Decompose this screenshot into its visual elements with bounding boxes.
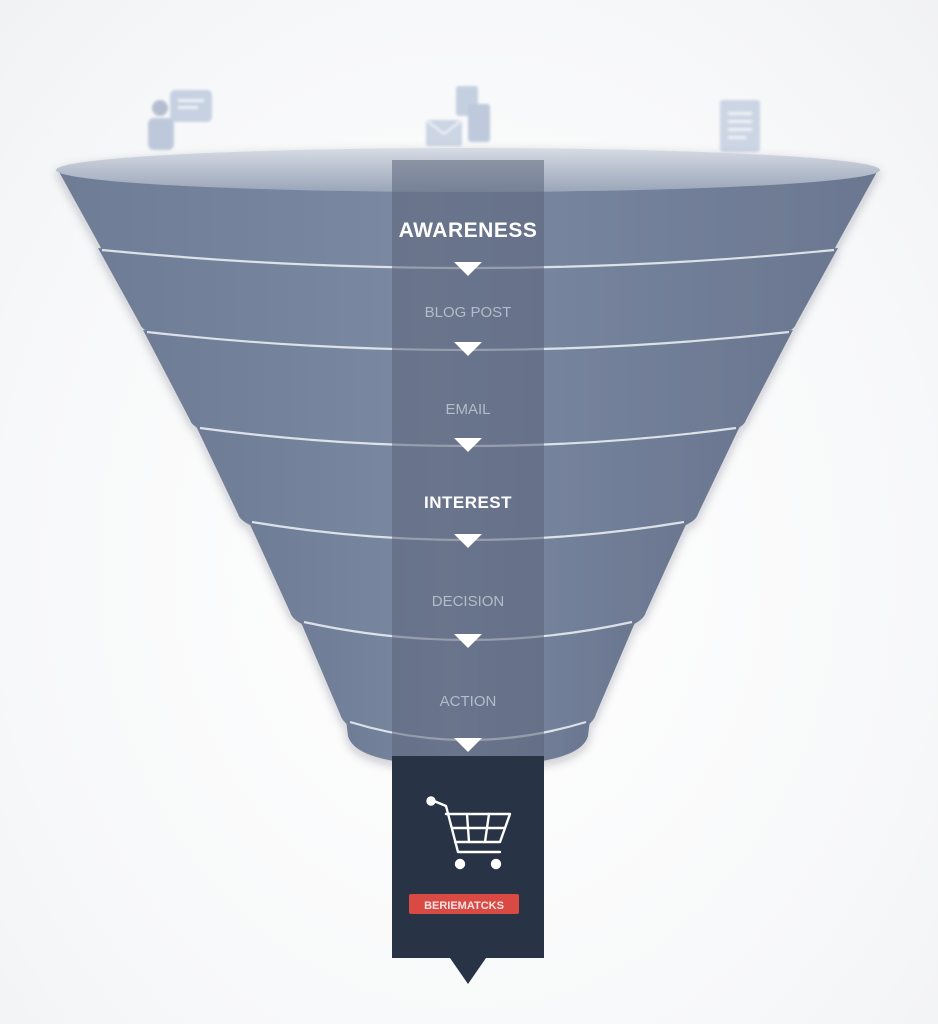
center-column	[392, 160, 544, 760]
cta-badge-label: BERIEMATCKS	[424, 900, 504, 912]
mail-document-icon	[425, 86, 490, 146]
down-arrow-icon	[454, 738, 482, 752]
stage-label-action: ACTION	[440, 693, 497, 710]
down-arrow-icon	[454, 342, 482, 356]
down-arrow-icon	[454, 534, 482, 548]
chat-person-icon	[148, 90, 212, 150]
down-arrow-icon	[454, 262, 482, 276]
stage-label-decision: DECISION	[432, 593, 505, 610]
stage-label-interest: INTEREST	[424, 493, 512, 512]
stage-label-email: EMAIL	[445, 401, 490, 418]
shopping-cart-icon	[426, 796, 512, 870]
down-arrow-icon	[454, 438, 482, 452]
down-arrow-icon	[454, 634, 482, 648]
cta-badge[interactable]: BERIEMATCKS	[409, 894, 519, 914]
stage-label-blog-post: BLOG POST	[425, 304, 512, 321]
conversion-panel: BERIEMATCKS	[392, 756, 544, 984]
document-icon	[720, 100, 760, 152]
stage-label-awareness: AWARENESS	[399, 219, 538, 242]
